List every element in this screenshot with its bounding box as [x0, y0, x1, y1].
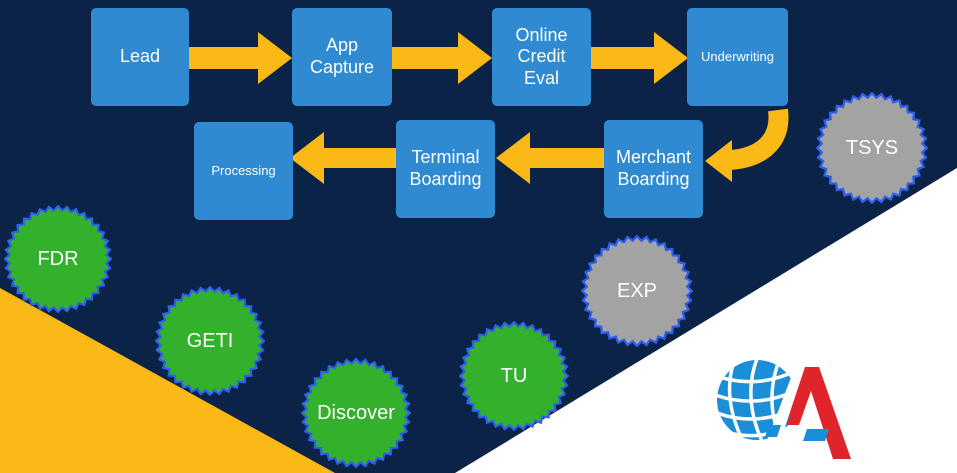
- step-app-capture: App Capture: [292, 8, 392, 106]
- yellow-diagonal-band: [0, 288, 335, 473]
- step-online-credit-eval-label: Online Credit Eval: [515, 24, 568, 88]
- letter-a-mark: [763, 367, 851, 459]
- arrow-lead-to-app-capture: [188, 32, 292, 84]
- badge-tu-seal: [459, 321, 569, 431]
- badge-fdr-seal: [4, 205, 112, 313]
- badge-discover-label: Discover: [317, 401, 395, 424]
- badge-fdr: FDR: [4, 205, 112, 313]
- step-processing: Processing: [194, 122, 293, 220]
- step-processing-label: Processing: [211, 163, 276, 179]
- badge-exp-label: EXP: [616, 279, 658, 302]
- step-lead-label: Lead: [119, 46, 161, 67]
- step-terminal-boarding: Terminal Boarding: [396, 120, 495, 218]
- white-diagonal-band: [455, 168, 957, 473]
- arrow-app-capture-to-online-credit-eval: [390, 32, 492, 84]
- step-underwriting-label: Underwriting: [701, 49, 774, 65]
- badge-exp: EXP: [581, 235, 693, 347]
- badge-tsys-seal: [816, 92, 928, 204]
- step-terminal-boarding-label: Terminal Boarding: [409, 147, 482, 189]
- badge-tsys-label: TSYS: [845, 136, 899, 159]
- badge-discover: Discover: [301, 358, 411, 468]
- badge-exp-seal: [581, 235, 693, 347]
- badge-tsys: TSYS: [816, 92, 928, 204]
- badge-fdr-label: FDR: [37, 247, 79, 270]
- badge-geti-seal: [155, 286, 265, 396]
- step-lead: Lead: [91, 8, 189, 106]
- step-app-capture-label: App Capture: [309, 35, 375, 77]
- badge-geti-label: GETI: [186, 329, 234, 352]
- badge-tu-label: TU: [500, 364, 528, 387]
- badge-tu: TU: [459, 321, 569, 431]
- arrow-merchant-boarding-to-terminal-boarding: [496, 132, 606, 184]
- arrow-terminal-boarding-to-processing: [290, 132, 398, 184]
- step-merchant-boarding-label: Merchant Boarding: [615, 147, 692, 189]
- arrow-online-credit-eval-to-underwriting: [590, 32, 688, 84]
- badge-discover-seal: [301, 358, 411, 468]
- step-online-credit-eval: Online Credit Eval: [492, 8, 591, 106]
- arrow-underwriting-to-merchant-boarding: [705, 108, 789, 182]
- badge-geti: GETI: [155, 286, 265, 396]
- step-underwriting: Underwriting: [687, 8, 788, 106]
- step-merchant-boarding: Merchant Boarding: [604, 120, 703, 218]
- company-logo: [717, 360, 851, 459]
